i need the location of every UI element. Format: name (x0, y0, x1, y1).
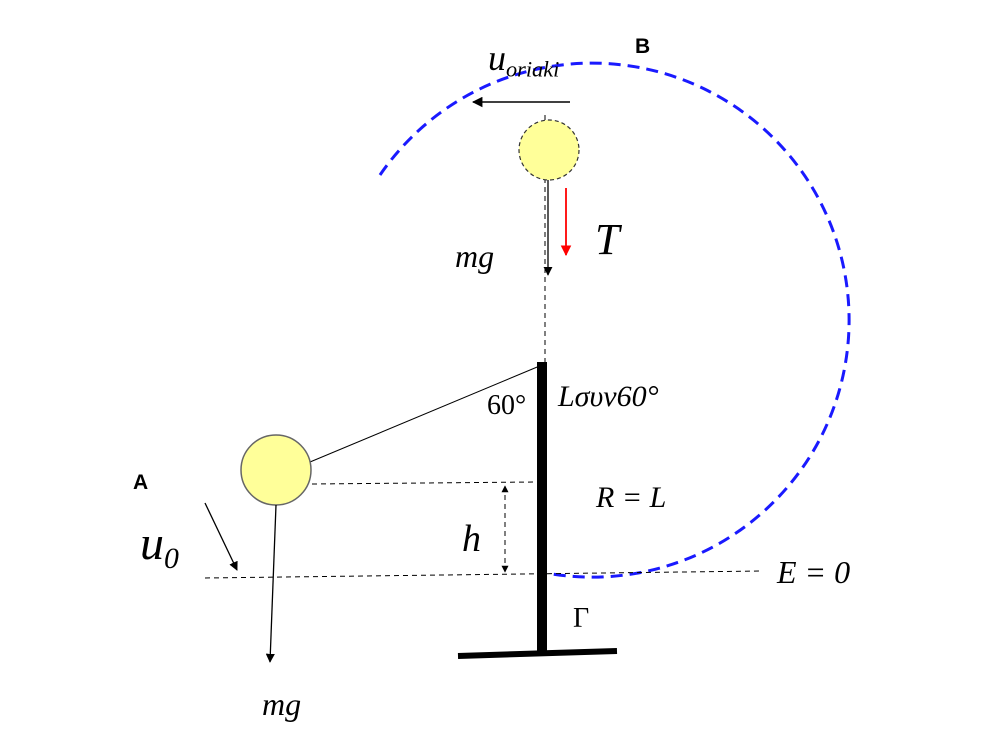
label-tension: T (595, 215, 620, 264)
velocity-top-subscript: oriaki (506, 56, 560, 82)
weight-arrow-a (265, 504, 277, 663)
label-weight-bottom: mg (262, 686, 302, 722)
label-height: h (462, 518, 481, 560)
label-energy-reference: E = 0 (777, 554, 851, 590)
label-velocity-top: uoriaki (488, 38, 559, 80)
base (457, 648, 618, 659)
velocity-top-symbol: u (488, 38, 506, 78)
initial-velocity-subscript: 0 (164, 541, 179, 575)
velocity-arrow-a (204, 502, 238, 571)
ball-level-line (311, 481, 536, 485)
energy-reference-line (204, 570, 763, 579)
label-weight-top: mg (455, 238, 495, 274)
label-point-b: B (635, 35, 651, 58)
ball-a (240, 434, 312, 506)
label-point-a: A (133, 471, 149, 494)
ball-b (518, 119, 580, 181)
label-point-gamma: Γ (573, 603, 590, 634)
label-height-expression: Lσυν60° (558, 380, 659, 413)
initial-velocity-symbol: u (140, 517, 164, 570)
label-angle: 60° (487, 390, 527, 421)
string (309, 364, 543, 463)
label-radius: R = L (596, 481, 667, 514)
label-initial-velocity: u0 (140, 517, 179, 574)
circular-path (378, 61, 851, 579)
